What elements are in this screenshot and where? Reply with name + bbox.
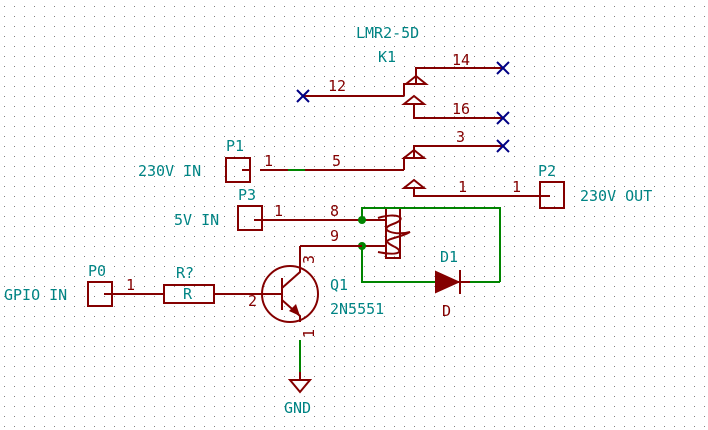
- relay-pin-14: 14: [452, 51, 470, 69]
- diode-ref: D1: [440, 248, 458, 266]
- relay-pin-12: 12: [328, 77, 346, 95]
- transistor-value: 2N5551: [330, 300, 384, 318]
- connector-p2[interactable]: P2 1 230V OUT: [512, 162, 652, 209]
- connector-p1[interactable]: P1 1 230V IN: [138, 137, 273, 183]
- connector-p1-ref: P1: [226, 137, 244, 155]
- resistor-r[interactable]: R? R: [163, 264, 264, 304]
- relay-pin-16: 16: [452, 100, 470, 118]
- junction-dot: [358, 216, 366, 224]
- relay-pin-5: 5: [332, 152, 341, 170]
- transistor-pin-b: 2: [248, 292, 257, 310]
- diode-d1[interactable]: D1 D: [435, 248, 470, 320]
- transistor-ref: Q1: [330, 276, 348, 294]
- connector-p0[interactable]: P0 1 GPIO IN: [4, 262, 164, 307]
- relay-pin-1: 1: [458, 178, 467, 196]
- connector-p0-ref: P0: [88, 262, 106, 280]
- relay-contact-3-5-1: 3 5 1: [260, 128, 540, 197]
- net-label-5v-in: 5V IN: [174, 211, 219, 229]
- net-label-gpio-in: GPIO IN: [4, 286, 67, 304]
- relay-ref: K1: [378, 48, 396, 66]
- resistor-ref: R?: [176, 264, 194, 282]
- relay-pin-9: 9: [330, 227, 339, 245]
- net-label-230v-out: 230V OUT: [580, 187, 652, 205]
- resistor-value: R: [183, 285, 193, 303]
- relay-value: LMR2-5D: [356, 24, 419, 42]
- connector-p3[interactable]: P3 1 5V IN: [174, 186, 362, 231]
- no-connect-marker: [496, 139, 510, 153]
- no-connect-marks: [296, 61, 510, 153]
- transistor-q1[interactable]: 3 2 1 Q1 2N5551: [248, 245, 384, 338]
- relay-contact-12-14-16: 12 14 16: [303, 51, 503, 119]
- diode-value: D: [442, 302, 451, 320]
- no-connect-marker: [496, 61, 510, 75]
- connector-p0-pin: 1: [126, 276, 135, 294]
- net-label-230v-in: 230V IN: [138, 162, 201, 180]
- connector-p3-ref: P3: [238, 186, 256, 204]
- connector-p2-pin: 1: [512, 178, 521, 196]
- transistor-pin-e: 1: [300, 329, 318, 338]
- no-connect-marker: [496, 111, 510, 125]
- connector-p3-pin: 1: [274, 202, 283, 220]
- connector-p1-pin: 1: [264, 152, 273, 170]
- transistor-pin-c: 3: [300, 255, 318, 264]
- connector-p2-ref: P2: [538, 162, 556, 180]
- relay-pin-8: 8: [330, 202, 339, 220]
- relay-pin-3: 3: [456, 128, 465, 146]
- gnd-label: GND: [284, 399, 311, 417]
- gnd-symbol[interactable]: GND: [284, 372, 313, 417]
- no-connect-marker: [296, 89, 310, 103]
